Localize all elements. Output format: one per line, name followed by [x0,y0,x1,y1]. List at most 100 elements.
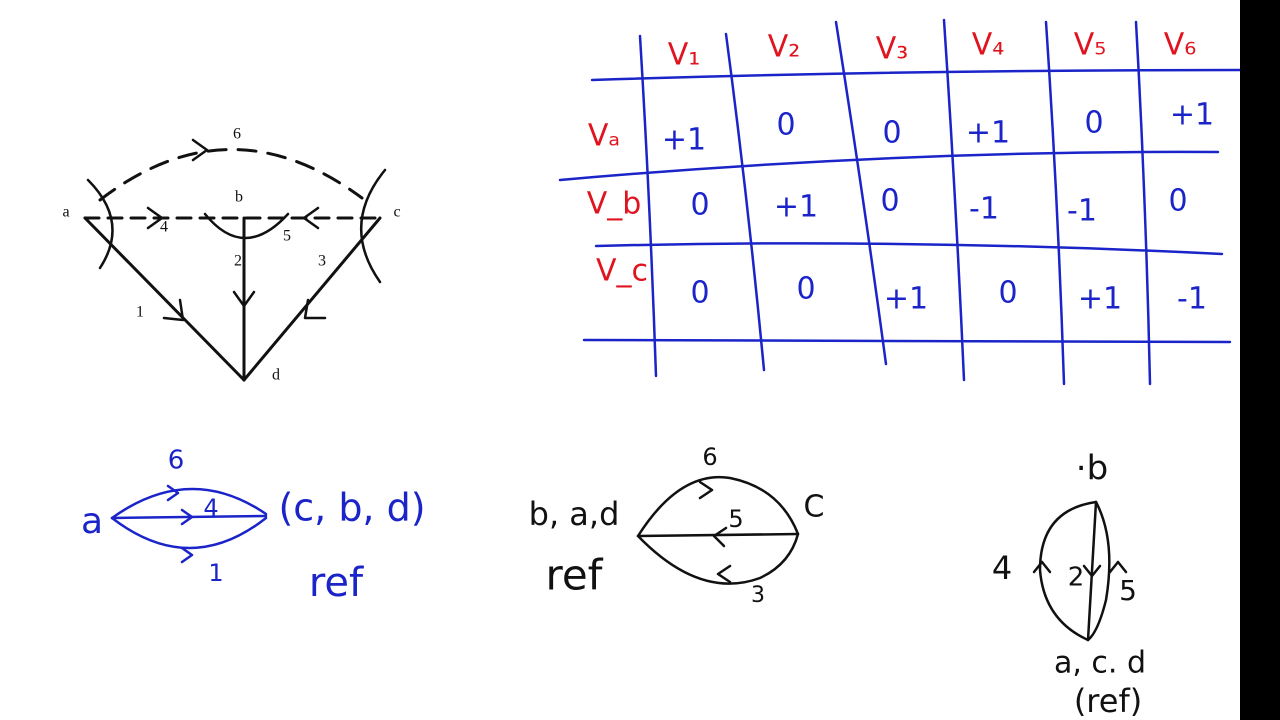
sketch-b-left-arc [1038,500,1098,642]
table-cell-b-3: 0 [880,184,899,219]
branch-label-4: 4 [160,219,168,236]
sketch-b-middle-line [1086,500,1098,642]
sketch-c-bottom-label: 3 [751,583,765,608]
sketch-b-ref-label: (ref) [1074,682,1142,720]
arrow-6-icon [191,138,209,162]
table-cell-c-5: +1 [1078,282,1122,317]
sketch-c-right-label: C [804,490,825,525]
sketch-a-arrow-top-icon [166,484,180,502]
right-black-bar [1240,0,1280,720]
table-hline-4 [582,338,1232,344]
table-cell-a-4: +1 [966,116,1010,151]
sketch-b-bottom-label: a, c. d [1054,646,1146,681]
sketch-b-arrow-mid-icon [1082,564,1102,578]
arrow-2-icon [232,290,256,308]
table-vline-2 [724,32,766,372]
sketch-a-arrow-bottom-icon [180,546,194,564]
arrow-4-icon [146,206,164,230]
table-cell-b-1: 0 [690,188,709,223]
branch-label-1: 1 [136,304,144,321]
table-hline-1 [590,68,1240,82]
sketch-a-top-label: 6 [168,446,185,476]
branch-6-arc [98,148,364,202]
table-vline-3 [834,20,888,366]
table-row-header-c: V_c [596,254,648,289]
table-cell-b-5: -1 [1067,194,1097,229]
sketch-c-lower-arc [636,532,800,585]
sketch-c-arrow-top-icon [698,480,714,500]
branch-3-line [242,216,382,382]
sketch-a-bottom-label: 1 [208,559,223,587]
sketch-a-middle-line [110,514,268,520]
sketch-b-arrow-left-icon [1032,560,1052,574]
table-cell-a-5: 0 [1084,106,1103,141]
table-cell-b-4: -1 [969,192,999,227]
sketch-b-top-label: ·b [1076,449,1108,489]
sketch-b-left-label: 4 [992,549,1012,587]
branch-label-3: 3 [318,253,326,270]
sketch-c-left-label: b, a,d [529,495,620,533]
whiteboard-drawing: a b c d 1 2 3 4 5 6 V₁ V₂ V₃ V₄ V₅ V₆ Vₐ [62,18,1240,720]
table-cell-c-6: -1 [1177,282,1207,317]
table-row-header-b: V_b [587,187,642,222]
sketch-c-arrow-mid-icon [712,526,728,548]
table-col-header-6: V₆ [1164,28,1197,63]
sketch-c-middle-line [636,532,800,538]
sketch-b-right-label: 5 [1119,574,1137,607]
sketch-c-ref-label: ref [546,551,604,600]
sketch-b-arrow-right-icon [1108,560,1128,574]
table-cell-a-1: +1 [662,123,706,158]
node-label-a: a [62,204,69,221]
table-vline-4 [942,18,966,382]
table-cell-a-3: 0 [882,116,901,151]
whiteboard: a b c d 1 2 3 4 5 6 V₁ V₂ V₃ V₄ V₅ V₆ Vₐ [0,0,1240,720]
sketch-a-ref-label: ref [309,560,364,606]
table-cell-a-6: +1 [1170,98,1214,133]
node-label-d: d [272,367,280,384]
sketch-c-top-label: 6 [702,443,717,471]
sketch-c-upper-arc [636,475,800,538]
table-vline-6 [1134,20,1152,386]
sketch-a-right-label: (c, b, d) [278,486,425,530]
table-cell-a-2: 0 [776,108,795,143]
cutset-table: V₁ V₂ V₃ V₄ V₅ V₆ Vₐ V_b V_c +1 0 0 +1 0… [558,18,1240,386]
node-label-c: c [393,204,400,221]
sketch-a-lower-arc [110,516,268,550]
table-cell-c-4: 0 [998,276,1017,311]
branch-label-5: 5 [283,228,291,245]
sketch-a-left-label: a [81,501,103,542]
cutset-a-arc [86,178,114,270]
sketch-b-right-arc [1086,500,1111,642]
table-cell-b-2: +1 [774,190,818,225]
table-hline-3 [594,242,1224,256]
cutset-b-arc [203,212,290,240]
sketch-a-arrow-mid-icon [180,508,194,526]
table-col-header-4: V₄ [972,28,1005,63]
table-cell-c-1: 0 [690,276,709,311]
cutset-sketch-a: a 6 4 1 (c, b, d) ref [81,446,426,607]
table-vline-5 [1044,20,1066,386]
branch-label-6: 6 [233,126,241,143]
table-col-header-3: V₃ [876,32,909,67]
table-vline-1 [638,34,658,378]
sketch-a-upper-arc [110,487,268,520]
arrow-1-icon [162,298,185,322]
sketch-c-arrow-bottom-icon [716,564,732,584]
table-cell-c-3: +1 [884,282,928,317]
arrow-3-icon [303,298,327,320]
table-row-header-a: Vₐ [588,119,620,154]
table-hline-2 [558,150,1220,182]
sketch-a-mid-label: 4 [203,494,218,522]
cutset-c-arc [360,168,387,284]
cutset-sketch-b: ·b 4 2 5 a, c. d (ref) [992,449,1146,720]
table-col-header-1: V₁ [668,38,701,73]
arrow-5-icon [302,206,320,230]
table-cell-b-6: 0 [1168,184,1187,219]
table-col-header-5: V₅ [1074,28,1107,63]
sketch-c-mid-label: 5 [728,505,743,533]
table-cell-c-2: 0 [796,272,815,307]
branch-1-line [83,216,246,382]
table-col-header-2: V₂ [768,30,801,65]
branch-label-2: 2 [234,253,242,270]
sketch-b-mid-label: 2 [1068,563,1085,593]
